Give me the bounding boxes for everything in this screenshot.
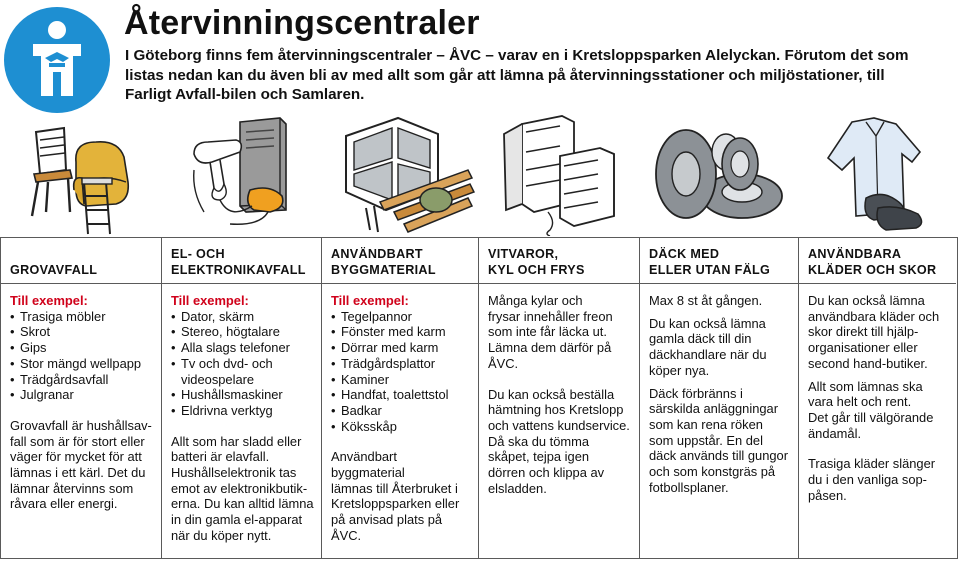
paragraph: Du kan också lämna användbara kläder och… [808,293,940,371]
column-heading: ANVÄNDBART BYGGMATERIAL [322,238,478,284]
paragraph: Max 8 st åt gången. [649,293,763,308]
list-item: Trädgårdsavfall [10,372,157,388]
heading-text: VITVAROR, KYL OCH FRYS [488,247,585,277]
list-item: Trädgårdsplattor [331,356,474,372]
paragraph: Allt som lämnas ska vara helt och rent. … [808,378,934,441]
heading-text: DÄCK MED ELLER UTAN FÄLG [649,247,771,277]
list-item: Tv och dvd- och videospelare [171,356,317,387]
example-label: Till exempel: [331,293,409,308]
example-label: Till exempel: [10,293,88,308]
shirt-shoes-icon [826,117,923,231]
list-item: Eldrivna verktyg [171,403,317,419]
column-anvandbart-byggmaterial: ANVÄNDBART BYGGMATERIAL Till exempel: Te… [321,238,478,558]
column-body: Du kan också lämna användbara kläder och… [808,293,952,503]
fridge-freezer-icon [503,115,615,236]
mixer-computer-icon [193,117,287,225]
column-heading: GROVAVFALL [1,238,161,284]
list-item: Köksskåp [331,419,474,435]
list-item: Gips [10,340,157,356]
column-heading: DÄCK MED ELLER UTAN FÄLG [640,238,798,284]
column-dack: DÄCK MED ELLER UTAN FÄLG Max 8 st åt gån… [639,238,798,558]
column-body: Många kylar och frysar innehåller freon … [488,293,635,496]
chair-armchair-ladder-icon [30,126,130,235]
list-item: Badkar [331,403,474,419]
column-heading: EL- OCH ELEKTRONIKAVFALL [162,238,321,284]
paragraph: Många kylar och frysar innehåller freon … [488,293,613,371]
column-el-elektronikavfall: EL- OCH ELEKTRONIKAVFALL Till exempel: D… [161,238,321,558]
heading-text: GROVAVFALL [10,263,98,277]
list-item: Alla slags telefoner [171,340,317,356]
heading-text: ANVÄNDBARA KLÄDER OCH SKOR [808,247,937,277]
column-heading: VITVAROR, KYL OCH FRYS [479,238,639,284]
column-heading: ANVÄNDBARA KLÄDER OCH SKOR [799,238,956,284]
list-item: Trasiga möbler [10,309,157,325]
paragraph: Trasiga kläder slänger du i den vanliga … [808,456,936,503]
paragraph: Användbart byggmaterial lämnas till Åter… [331,449,460,543]
column-vitvaror-kyl-frys: VITVAROR, KYL OCH FRYS Många kylar och f… [478,238,639,558]
list-item: Hushållsmaskiner [171,387,317,403]
paragraph: Allt som har sladd eller batteri är elav… [171,433,314,543]
list-item: Dörrar med karm [331,340,474,356]
page-title: Återvinningscentraler [124,4,480,42]
illustration-row [0,112,959,236]
list-item: Skrot [10,324,157,340]
column-body: Till exempel: Trasiga möbler Skrot Gips … [10,293,157,512]
paragraph: Grovavfall är hushållsav- fall som är fö… [10,417,152,512]
intro-text: I Göteborg finns fem återvinningscentral… [125,47,909,103]
list-item: Tegelpannor [331,309,474,325]
column-grovavfall: GROVAVFALL Till exempel: Trasiga möbler … [1,238,161,558]
column-body: Till exempel: Tegelpannor Fönster med ka… [331,293,474,544]
heading-text: ANVÄNDBART BYGGMATERIAL [331,247,436,277]
paragraph: Du kan också beställa hämtning hos Krets… [488,386,630,496]
list-item: Fönster med karm [331,324,474,340]
info-table: GROVAVFALL Till exempel: Trasiga möbler … [0,237,958,559]
heading-text: EL- OCH ELEKTRONIKAVFALL [171,247,306,277]
window-lumber-icon [345,116,475,233]
list-item: Stor mängd wellpapp [10,356,157,372]
paragraph: Du kan också lämna gamla däck till din d… [649,315,767,378]
example-label: Till exempel: [171,293,249,308]
tires-icon [655,129,783,219]
recycling-person-logo-icon [4,7,110,113]
column-anvandbara-klader-skor: ANVÄNDBARA KLÄDER OCH SKOR Du kan också … [798,238,956,558]
column-body: Till exempel: Dator, skärm Stereo, högta… [171,293,317,544]
list-item: Handfat, toalettstol [331,387,474,403]
paragraph: Däck förbränns i särskilda anläggningar … [649,385,789,495]
list-item: Kaminer [331,372,474,388]
list-item: Julgranar [10,387,157,403]
list-item: Stereo, högtalare [171,324,317,340]
list-item: Dator, skärm [171,309,317,325]
column-body: Max 8 st åt gången. Du kan också lämna g… [649,293,794,495]
